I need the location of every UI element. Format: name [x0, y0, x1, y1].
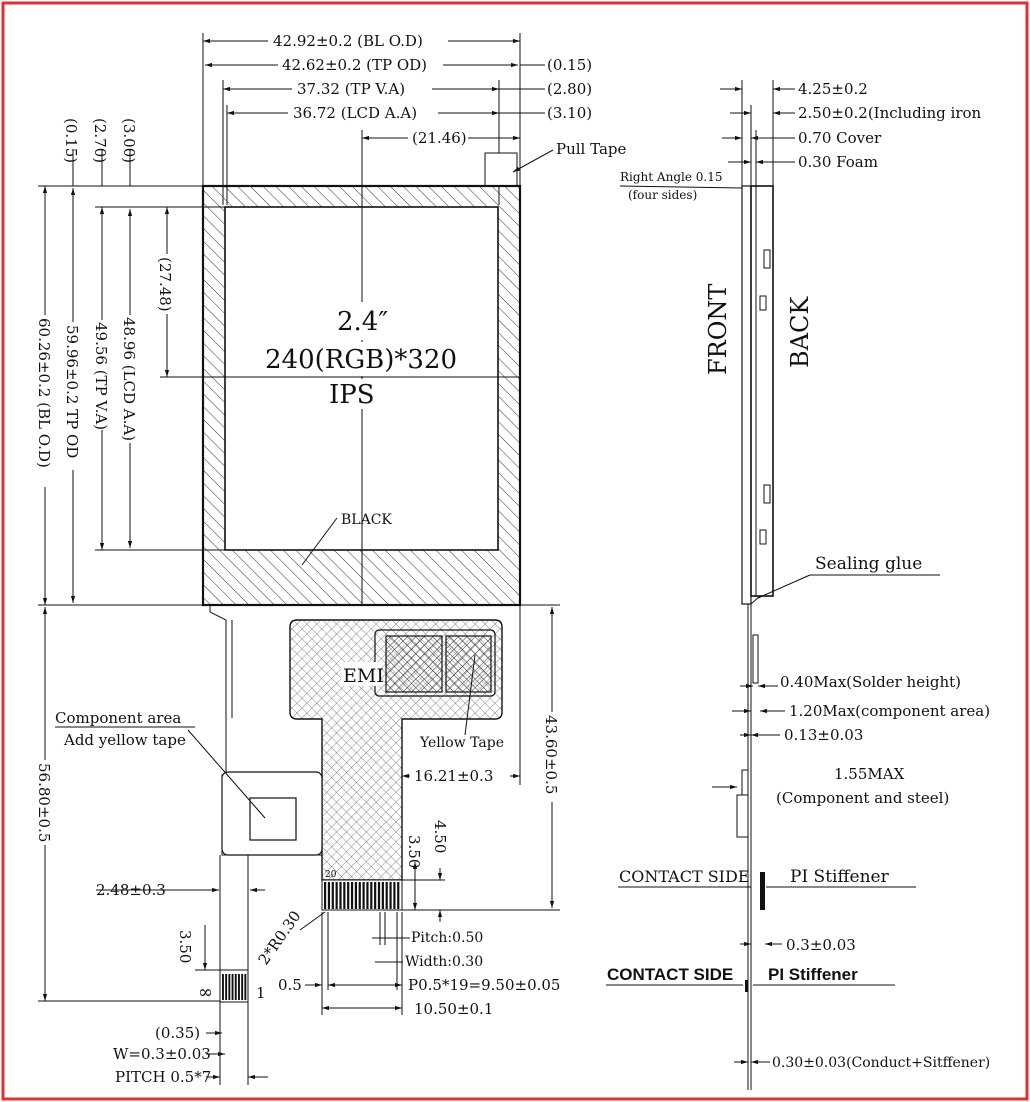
dim-0-30-conduct: 0.30±0.03(Conduct+Sitffener) — [772, 1055, 990, 1071]
gold-finger-1 — [324, 882, 327, 909]
gold-finger-16 — [381, 882, 384, 909]
gold-finger-2 — [327, 882, 331, 909]
gold-finger-11 — [362, 882, 365, 909]
dim-0-5: 0.5 — [278, 976, 302, 994]
add-yellow-tape-label: Add yellow tape — [63, 731, 186, 749]
pi-stiffener-1: PI Stiffener — [790, 867, 890, 887]
gold-finger-4 — [335, 882, 338, 909]
small-connector-fingers — [222, 974, 247, 1000]
dim-tp-va-width: 37.32 (TP V.A) — [297, 80, 405, 98]
screen-type: IPS — [329, 380, 375, 410]
gold-finger-15 — [377, 882, 381, 909]
screen-resolution: 240(RGB)*320 — [265, 345, 457, 375]
dim-lcd-aa-height: 48.96 (LCD A.A) — [120, 317, 138, 441]
pitch-label: Pitch:0.50 — [411, 930, 483, 946]
small-finger-2 — [225, 974, 228, 1000]
gold-finger-14 — [374, 882, 377, 909]
small-finger-4 — [231, 974, 234, 1000]
right-angle-label: Right Angle 0.15 — [620, 170, 722, 184]
gold-finger-13 — [370, 882, 373, 909]
dim-bl-od-width: 42.92±0.2 (BL O.D) — [273, 32, 423, 50]
gold-finger-5 — [339, 882, 342, 909]
small-finger-5 — [234, 974, 237, 1000]
dim-component-steel: (Component and steel) — [776, 789, 949, 807]
finger-width-label: Width:0.30 — [405, 954, 483, 970]
dim-2-50: 2.50±0.2(Including iron — [798, 104, 982, 122]
gold-finger-10 — [358, 882, 361, 909]
small-finger-7 — [241, 974, 244, 1000]
dim-fpc-length: 56.80±0.5 — [35, 763, 53, 842]
small-finger-3 — [228, 974, 231, 1000]
gold-finger-17 — [385, 882, 388, 909]
gold-finger-20 — [397, 882, 400, 909]
dim-0-3: 0.3±0.03 — [786, 936, 856, 954]
gold-finger-3 — [331, 882, 334, 909]
gold-finger-6 — [343, 882, 346, 909]
dim-half-width: (21.46) — [412, 129, 467, 147]
radius-label: 2*R0.30 — [255, 907, 305, 968]
pin-20-label: 20 — [325, 870, 337, 880]
screen-size: 2.4″ — [337, 307, 388, 337]
dim-2-48: 2.48±0.3 — [96, 881, 166, 899]
yellow-tape-label: Yellow Tape — [419, 735, 504, 751]
four-sides-label: (four sides) — [628, 188, 697, 202]
pull-tape-label: Pull Tape — [556, 140, 627, 158]
side-cover — [741, 185, 752, 605]
gold-finger-8 — [350, 882, 354, 909]
dim-10-50: 10.50±0.1 — [414, 1000, 493, 1018]
back-label: BACK — [786, 296, 814, 368]
component-area-label: Component area — [55, 709, 181, 727]
dim-27-48: (27.48) — [156, 257, 174, 312]
dim-tp-od-width: 42.62±0.2 (TP OD) — [282, 56, 427, 74]
gold-finger-18 — [389, 882, 392, 909]
dim-3-50-lower: 3.50 — [176, 930, 194, 963]
gold-finger-19 — [393, 882, 396, 909]
dim-0-35: (0.35) — [155, 1024, 200, 1042]
black-label: BLACK — [341, 512, 392, 528]
front-view: 42.92±0.2 (BL O.D) 42.62±0.2 (TP OD) 37.… — [35, 31, 627, 1086]
contact-side-1: CONTACT SIDE — [619, 867, 750, 886]
dim-3-50-upper: 3.50 — [405, 835, 423, 868]
dim-lcd-aa-width: 36.72 (LCD A.A) — [293, 104, 417, 122]
dim-2-70-left: (2.70) — [91, 118, 109, 163]
dim-1-55-max: 1.55MAX — [834, 765, 905, 783]
dim-3-10-right: (3.10) — [547, 104, 592, 122]
gold-fingers — [324, 882, 400, 909]
gold-finger-12 — [366, 882, 369, 909]
small-finger-1 — [222, 974, 224, 1000]
gold-finger-9 — [354, 882, 357, 909]
dim-foam: 0.30 Foam — [798, 153, 878, 171]
small-finger-6 — [238, 974, 240, 1000]
side-view: 4.25±0.2 2.50±0.2(Including iron 0.70 Co… — [606, 80, 990, 1090]
dim-4-50: 4.50 — [431, 820, 449, 853]
sealing-glue-label: Sealing glue — [815, 554, 922, 574]
pin-8-label: ∞ — [198, 982, 213, 1003]
dim-cover: 0.70 Cover — [798, 129, 882, 147]
dim-pitch-total: P0.5*19=9.50±0.05 — [408, 976, 560, 994]
pin-1-label: 1 — [256, 984, 266, 1002]
emi-label: EMI — [343, 665, 384, 687]
pi-stiffener-2: PI Stiffener — [768, 965, 858, 984]
dim-w-0-3: W=0.3±0.03 — [113, 1045, 211, 1063]
dim-2-80-right: (2.80) — [547, 80, 592, 98]
dim-fpc-height: 43.60±0.5 — [542, 715, 560, 794]
dim-3-00-left: (3.00) — [120, 118, 138, 163]
dim-bl-od-height: 60.26±0.2 (BL O.D) — [35, 318, 53, 468]
dim-fpc-width: 16.21±0.3 — [414, 767, 493, 785]
dim-tp-va-height: 49.56 (TP V.A) — [92, 322, 110, 430]
dim-tp-od-height: 59.96±0.2 TP OD — [63, 325, 81, 458]
dim-solder: 0.40Max(Solder height) — [780, 673, 961, 691]
small-finger-8 — [244, 974, 247, 1000]
dim-component-area: 1.20Max(component area) — [789, 702, 990, 720]
contact-side-2: CONTACT SIDE — [607, 965, 733, 984]
dim-0-13: 0.13±0.03 — [784, 726, 863, 744]
dim-0-15-right: (0.15) — [547, 56, 592, 74]
dim-0-15-left: (0.15) — [62, 118, 80, 163]
dim-4-25: 4.25±0.2 — [798, 80, 868, 98]
front-label: FRONT — [704, 284, 732, 375]
dim-pitch-0-5x7: PITCH 0.5*7 — [115, 1068, 211, 1086]
gold-finger-7 — [347, 882, 350, 909]
